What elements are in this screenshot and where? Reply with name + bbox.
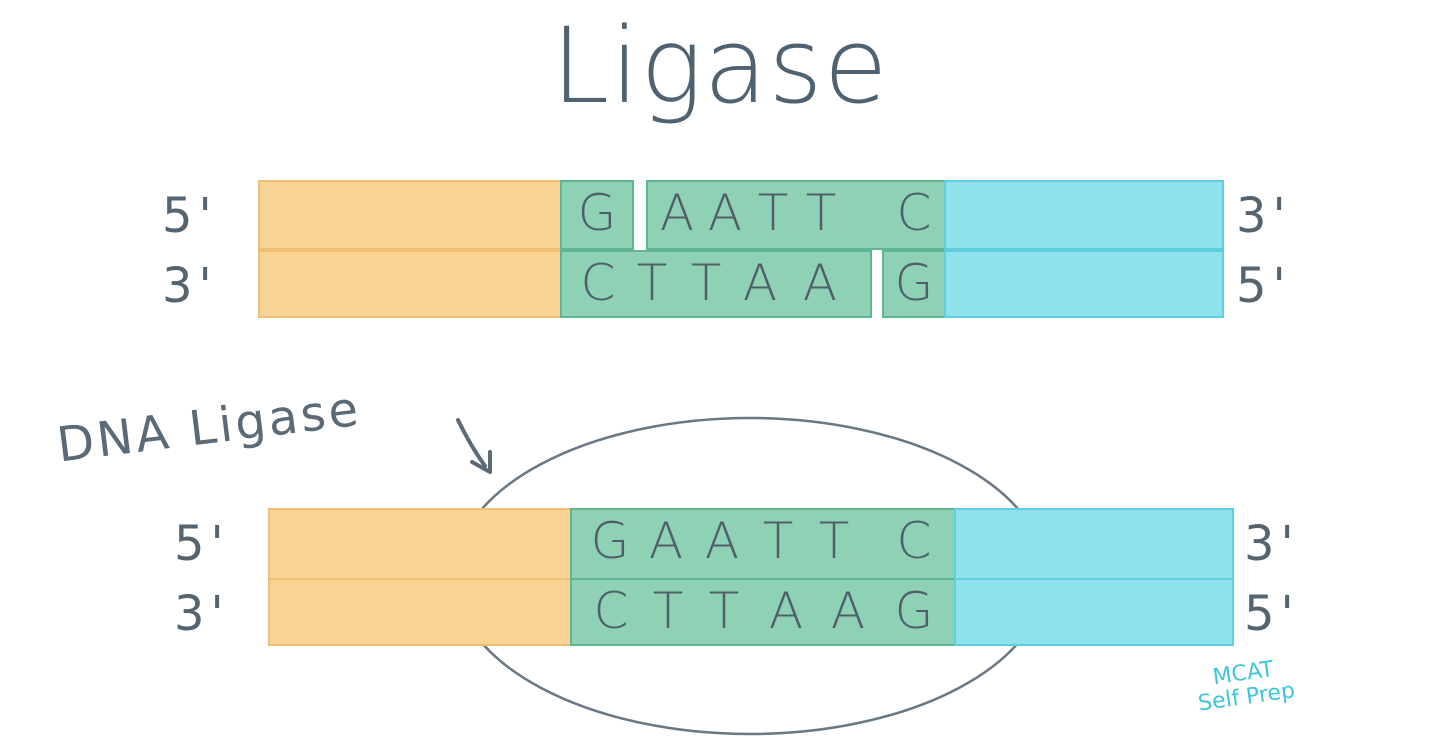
- after-top-orange-segment: [268, 508, 572, 580]
- before-top-base: A: [659, 184, 695, 242]
- before-bottom-green-fragment-1: [560, 250, 872, 318]
- after-top-left-label: 5': [174, 516, 230, 572]
- after-bottom-base: T: [708, 582, 740, 640]
- after-top-base: A: [648, 512, 684, 570]
- after-bottom-base: C: [593, 582, 629, 640]
- before-top-base: G: [577, 184, 617, 242]
- after-top-base: A: [704, 512, 740, 570]
- before-bottom-base: T: [690, 254, 722, 312]
- diagram-title: Ligase: [551, 5, 889, 127]
- before-top-base: A: [707, 184, 743, 242]
- after-top-cyan-segment: [954, 508, 1234, 580]
- after-top-base: C: [896, 512, 932, 570]
- after-bottom-left-label: 3': [174, 586, 230, 642]
- before-bottom-base: G: [894, 254, 934, 312]
- before-top-base: T: [757, 184, 789, 242]
- arrow-head-icon: [470, 450, 492, 474]
- before-bottom-right-label: 5': [1236, 258, 1292, 314]
- before-top-right-label: 3': [1236, 188, 1292, 244]
- before-bottom-base: T: [636, 254, 668, 312]
- after-bottom-base: G: [894, 582, 934, 640]
- before-bottom-cyan-segment: [944, 250, 1224, 318]
- after-top-base: T: [818, 512, 850, 570]
- before-top-cyan-segment: [944, 180, 1224, 250]
- before-top-orange-segment: [258, 180, 563, 250]
- after-top-green-segment: [570, 508, 956, 580]
- after-bottom-base: T: [652, 582, 684, 640]
- before-bottom-base: A: [802, 254, 838, 312]
- before-top-green-fragment-1: [560, 180, 634, 250]
- after-bottom-cyan-segment: [954, 578, 1234, 646]
- before-top-left-label: 5': [162, 188, 218, 244]
- before-bottom-orange-segment: [258, 250, 563, 318]
- before-top-base: C: [896, 184, 932, 242]
- arrow-icon: [456, 418, 487, 468]
- before-bottom-left-label: 3': [162, 258, 218, 314]
- after-top-right-label: 3': [1244, 516, 1300, 572]
- before-top-green-fragment-2: [646, 180, 946, 250]
- after-bottom-base: A: [768, 582, 804, 640]
- before-top-base: T: [805, 184, 837, 242]
- after-bottom-orange-segment: [268, 578, 572, 646]
- before-bottom-base: A: [742, 254, 778, 312]
- after-bottom-base: A: [830, 582, 866, 640]
- before-bottom-base: C: [580, 254, 616, 312]
- after-top-base: G: [590, 512, 630, 570]
- after-top-base: T: [762, 512, 794, 570]
- after-bottom-green-segment: [570, 578, 956, 646]
- after-bottom-right-label: 5': [1244, 586, 1300, 642]
